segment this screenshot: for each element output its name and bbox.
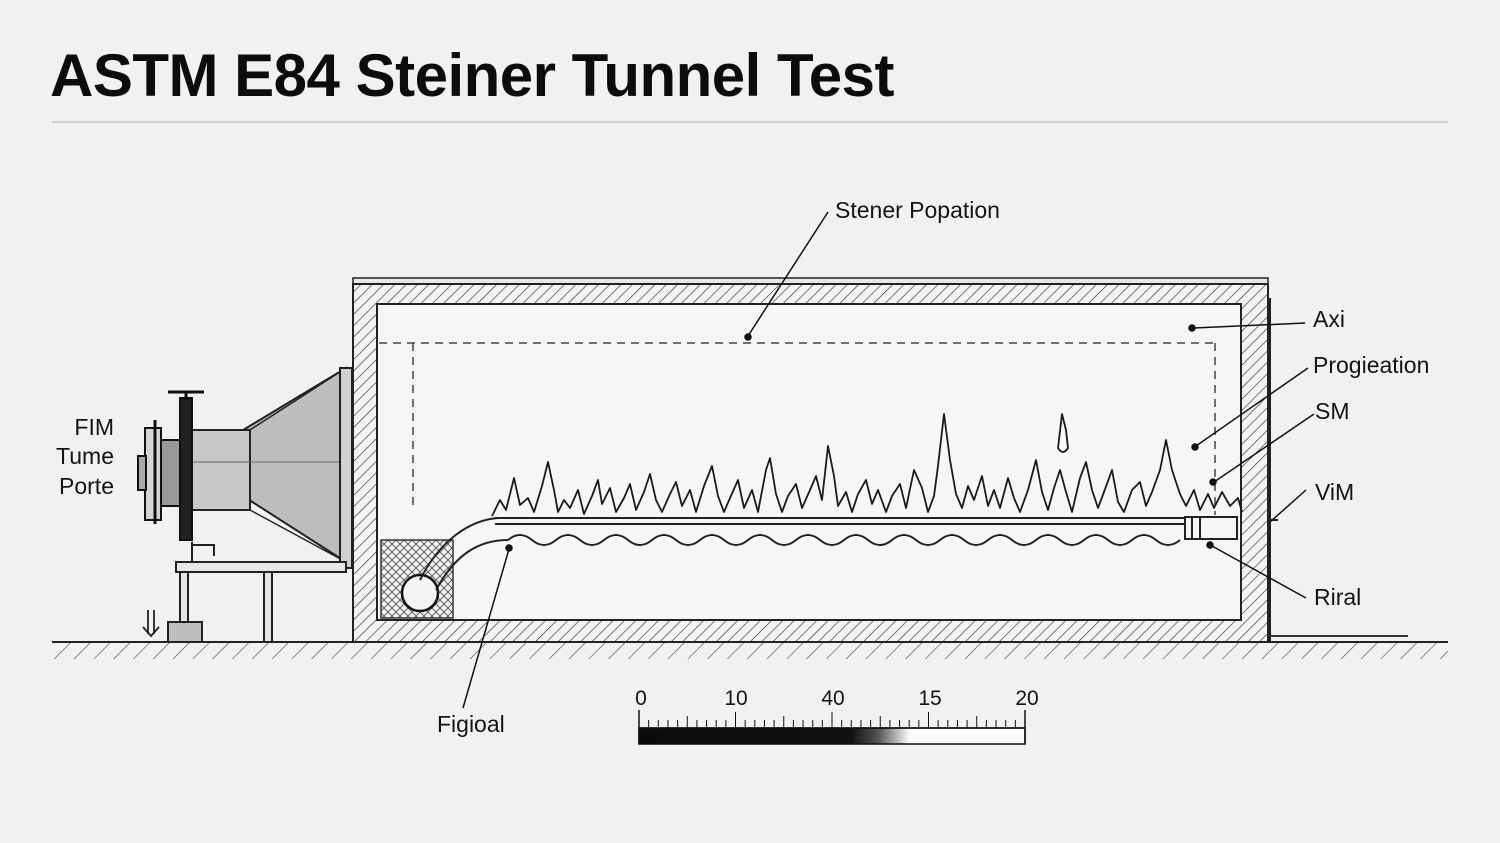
leader-lines xyxy=(462,211,1315,709)
label-axi: Axi xyxy=(1313,306,1345,332)
label-left-line2: Tume xyxy=(56,443,114,469)
scale-tick-label: 10 xyxy=(724,687,747,710)
label-figioal: Figioal xyxy=(437,711,505,737)
scale-ticks xyxy=(648,712,1016,728)
fan-motor xyxy=(137,390,204,541)
scale-tick-label: 0 xyxy=(635,687,647,710)
equipment-stand xyxy=(167,542,347,643)
ground xyxy=(52,641,1448,659)
label-left-line1: FIM xyxy=(74,414,114,440)
label-vim: ViM xyxy=(1315,479,1354,505)
scale-tick-label: 15 xyxy=(918,687,941,710)
label-steiner-propagation: Stener Popation xyxy=(835,197,1000,223)
tunnel-housing xyxy=(352,277,1278,643)
scale-tick-label: 40 xyxy=(821,687,844,710)
propagation-zone-outline xyxy=(379,342,1216,515)
flame-front xyxy=(491,413,1243,517)
scale-bar: 0 10 40 15 20 xyxy=(635,687,1039,745)
label-riral: Riral xyxy=(1314,584,1361,610)
label-sm: SM xyxy=(1315,398,1350,424)
down-arrow-icon xyxy=(142,610,160,638)
title-divider xyxy=(52,121,1448,123)
specimen-strip xyxy=(495,516,1238,540)
feeder-cone xyxy=(188,366,353,569)
label-progieation: Progieation xyxy=(1313,352,1429,378)
scale-tick-label: 20 xyxy=(1015,687,1038,710)
label-left-line3: Porte xyxy=(59,473,114,499)
air-flow-wave xyxy=(507,534,1181,546)
burner-box xyxy=(380,539,454,619)
page-title: ASTM E84 Steiner Tunnel Test xyxy=(50,42,894,109)
gas-feed-pipe xyxy=(419,517,509,591)
